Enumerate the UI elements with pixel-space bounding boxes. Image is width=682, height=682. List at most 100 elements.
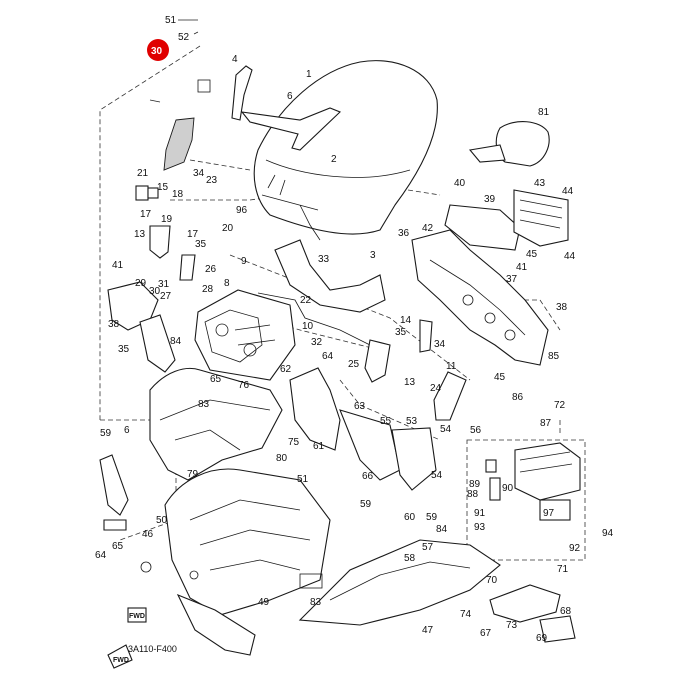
callout-c64a: 64 (322, 351, 334, 362)
callout-c59b: 59 (360, 499, 372, 510)
callout-c37: 37 (506, 274, 518, 285)
callout-c21: 21 (137, 168, 149, 179)
callout-c55: 55 (380, 416, 392, 427)
callout-c49: 49 (258, 597, 270, 608)
callout-c96: 96 (236, 205, 248, 216)
callout-c24: 24 (430, 383, 442, 394)
callout-c29: 29 (135, 278, 147, 289)
callout-c41a: 41 (112, 260, 124, 271)
callout-c64b: 64 (95, 550, 107, 561)
callout-c71: 71 (557, 564, 569, 575)
lower-right-bracket (489, 584, 576, 643)
inner-panel (289, 367, 437, 491)
callout-c74: 74 (460, 609, 472, 620)
callout-c69: 69 (536, 633, 548, 644)
center-stays (257, 239, 433, 383)
leader-marks (149, 19, 199, 103)
callout-c97: 97 (543, 508, 555, 519)
callout-c13b: 13 (404, 377, 416, 388)
callout-c4: 4 (232, 54, 238, 65)
callout-c54b: 54 (431, 470, 443, 481)
fwd-indicator: FWD FWD (107, 607, 147, 669)
callout-c42: 42 (422, 223, 434, 234)
callout-c17a: 17 (140, 209, 152, 220)
diagram-code: 3A110-F400 (128, 644, 177, 654)
callout-c6: 6 (287, 91, 293, 102)
visor-stay (231, 65, 342, 151)
callout-c90: 90 (502, 483, 514, 494)
callout-c88: 88 (467, 489, 479, 500)
callout-c70: 70 (486, 575, 498, 586)
callout-c40: 40 (454, 178, 466, 189)
callout-c62: 62 (280, 364, 292, 375)
callout-c87: 87 (540, 418, 552, 429)
callout-c75: 75 (288, 437, 300, 448)
under-cowl (298, 539, 501, 626)
callout-c44b: 44 (564, 251, 576, 262)
callout-c53: 53 (406, 416, 418, 427)
left-upper-cowl (149, 367, 283, 481)
callout-c43: 43 (534, 178, 546, 189)
callout-c68: 68 (560, 606, 572, 617)
callout-c11: 11 (446, 361, 457, 372)
callout-c79: 79 (187, 469, 199, 480)
callout-c39: 39 (484, 194, 496, 205)
callout-c51b: 51 (297, 474, 309, 485)
callout-c58: 58 (404, 553, 416, 564)
callout-c65b: 65 (112, 541, 124, 552)
callout-c27: 27 (160, 291, 172, 302)
callout-c50: 50 (156, 515, 168, 526)
callout-c91: 91 (474, 508, 486, 519)
callout-c83a: 83 (198, 399, 210, 410)
callout-c38b: 38 (556, 302, 568, 313)
ecu-box (485, 442, 581, 521)
callout-c61: 61 (313, 441, 325, 452)
fwd-tag-text: FWD (129, 613, 145, 620)
callout-c60: 60 (404, 512, 416, 523)
callout-c17b: 17 (187, 229, 199, 240)
callout-c47: 47 (422, 625, 434, 636)
callout-c25: 25 (348, 359, 360, 370)
callout-c72: 72 (554, 400, 566, 411)
fwd-arrow-text: FWD (113, 657, 129, 664)
callout-c19: 19 (161, 214, 173, 225)
callout-c63: 63 (354, 401, 366, 412)
callout-c83b: 83 (310, 597, 322, 608)
callout-c94: 94 (602, 528, 614, 539)
callout-c6b: 6 (124, 425, 130, 436)
callout-c51: 51 (165, 15, 177, 26)
callout-c9: 9 (241, 256, 247, 267)
callout-c18: 18 (172, 189, 184, 200)
mirror (468, 121, 550, 167)
callout-c20: 20 (222, 223, 234, 234)
callout-c59c: 59 (426, 512, 438, 523)
callout-c80: 80 (276, 453, 288, 464)
callout-c84b: 84 (436, 524, 448, 535)
callout-c2: 2 (331, 154, 337, 165)
callout-c92: 92 (569, 543, 581, 554)
callout-c26: 26 (205, 264, 217, 275)
left-side-rail (99, 454, 129, 531)
callout-c73: 73 (506, 620, 518, 631)
callout-c81: 81 (538, 107, 550, 118)
callout-c52: 52 (178, 32, 190, 43)
highlight-callout-30: 30 (147, 39, 169, 61)
lower-left-cowl (140, 468, 331, 656)
callout-c86: 86 (512, 392, 524, 403)
callout-c93: 93 (474, 522, 486, 533)
callout-c54: 54 (440, 424, 452, 435)
callout-c89: 89 (469, 479, 481, 490)
windscreen (253, 60, 438, 241)
callout-c84: 84 (170, 336, 182, 347)
callout-c57: 57 (422, 542, 434, 553)
callout-c35c: 35 (118, 344, 130, 355)
callout-c22: 22 (300, 295, 312, 306)
callout-c65a: 65 (210, 374, 222, 385)
callout-c35a: 35 (195, 239, 207, 250)
callout-c45a: 45 (526, 249, 538, 260)
callout-c34: 34 (193, 168, 205, 179)
callout-c66: 66 (362, 471, 374, 482)
callout-c76: 76 (238, 380, 250, 391)
